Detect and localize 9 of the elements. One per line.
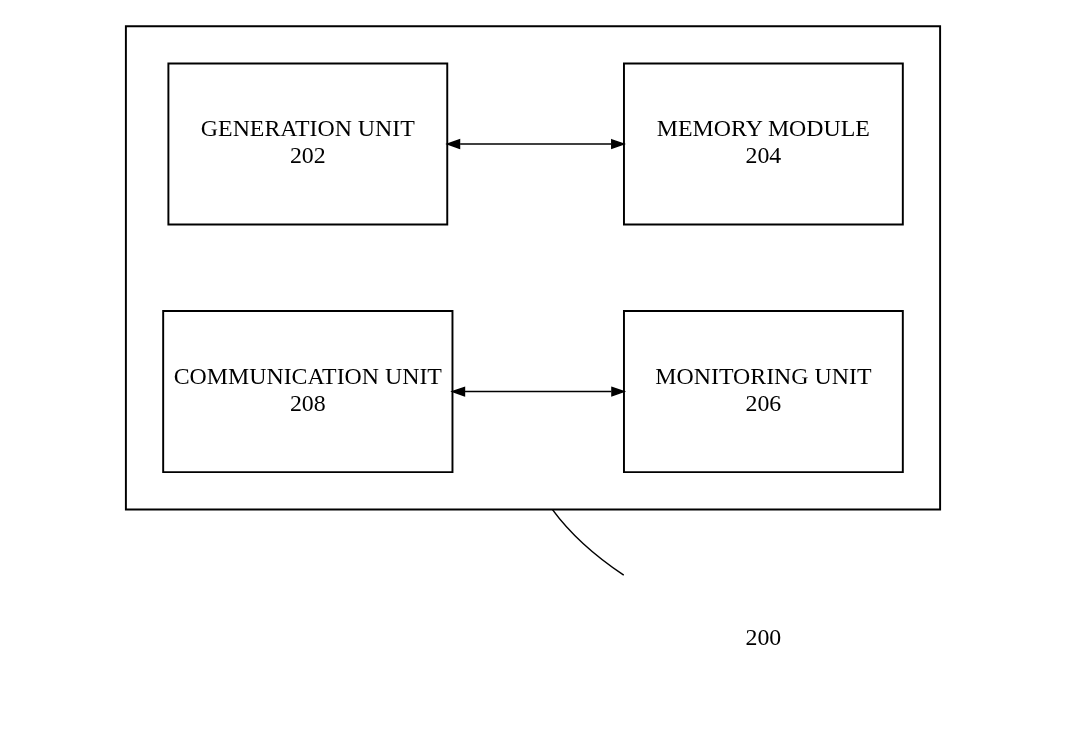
cluster: [124, 25, 941, 511]
arrow: [444, 138, 626, 150]
node-box: MONITORING UNIT 206: [622, 310, 904, 474]
node-text: 200: [745, 623, 781, 650]
node-box: MEMORY MODULE 204: [622, 62, 904, 226]
arrow: [449, 386, 626, 397]
node-box: GENERATION UNIT 202: [166, 62, 448, 226]
connector: [551, 508, 624, 576]
node-box: COMMUNICATION UNIT 208: [161, 310, 453, 474]
